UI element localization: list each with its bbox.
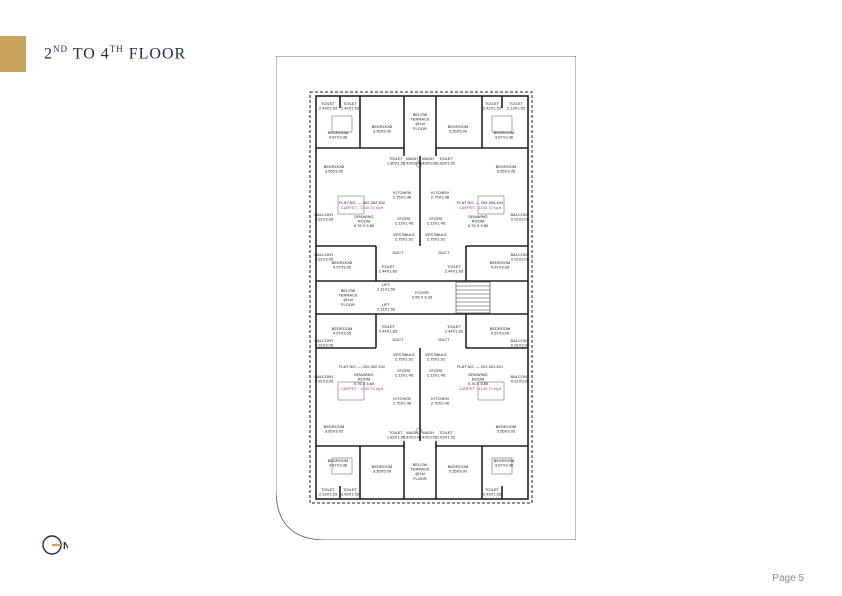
north-compass-icon: N: [42, 535, 68, 555]
walls: [315, 95, 529, 500]
page-title: 2ND TO 4TH FLOOR: [44, 44, 187, 63]
compass-label: N: [63, 541, 68, 552]
site-boundary: [276, 56, 576, 540]
room-label: DUCT: [438, 337, 450, 342]
staircase: [455, 281, 491, 314]
header-accent-bar: [0, 36, 26, 72]
page-number: Page 5: [772, 573, 804, 584]
room-label: FLAT NO. — 202,302,402: [339, 364, 386, 369]
building-outline: [309, 91, 533, 504]
room-label: FLAT NO. — 202,302,402: [339, 200, 386, 205]
carpet-area: CARPET - 1140.72 sq.ft: [341, 205, 384, 210]
carpet-area: CARPET - 1140.72 sq.ft: [341, 386, 384, 391]
furniture: [331, 115, 513, 475]
room-label: FLAT NO. — 204,304,404: [457, 200, 504, 205]
room-label: DUCT: [392, 337, 404, 342]
room-label: FLAT NO. — 201,301,401: [457, 364, 504, 369]
carpet-area: CARPET - 1140.72 sq.ft: [459, 386, 502, 391]
room-label: DUCT: [392, 250, 404, 255]
carpet-area: CARPET - 1140.72 sq.ft: [459, 205, 502, 210]
room-label: DUCT: [438, 250, 450, 255]
